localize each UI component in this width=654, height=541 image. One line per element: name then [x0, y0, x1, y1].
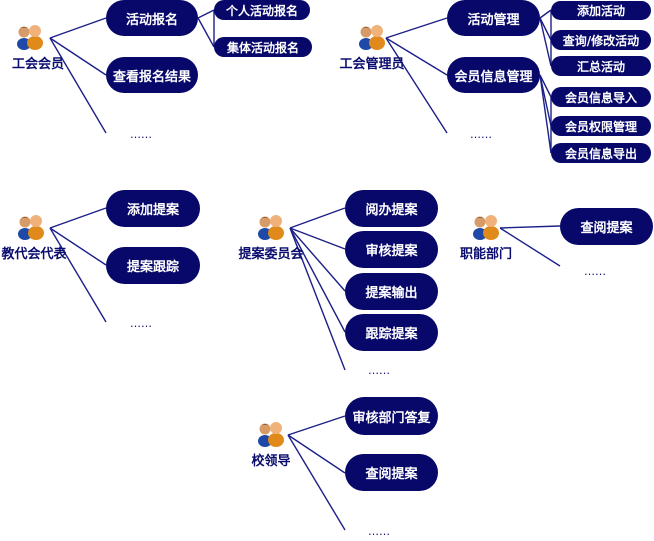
usecase-query-edit-activity[interactable]: 查询/修改活动 [551, 30, 651, 50]
actor-label: 校领导 [251, 454, 291, 469]
actor-label: 提案委员会 [238, 247, 304, 262]
usecase-member-info-import[interactable]: 会员信息导入 [551, 87, 651, 107]
usecase-review-proposal[interactable]: 审核提案 [345, 231, 438, 268]
usecase-proposal-tracking[interactable]: 提案跟踪 [106, 247, 200, 284]
usecase-individual-signup[interactable]: 个人活动报名 [214, 0, 310, 20]
usecase-view-signup-results[interactable]: 查看报名结果 [106, 57, 198, 93]
usecase-group-signup[interactable]: 集体活动报名 [214, 37, 312, 57]
usecase-view-proposal[interactable]: 查阅提案 [560, 208, 653, 245]
actor-label: 职能部门 [459, 247, 512, 262]
actor-label: 工会管理员 [339, 57, 405, 72]
usecase-add-activity[interactable]: 添加活动 [551, 1, 651, 20]
usecase-proposal-output[interactable]: 提案输出 [345, 273, 438, 310]
usecase-track-proposal[interactable]: 跟踪提案 [345, 314, 438, 351]
usecase-review-dept-reply[interactable]: 审核部门答复 [345, 397, 438, 435]
more-ellipsis: …… [130, 317, 152, 330]
usecase-member-permission-management[interactable]: 会员权限管理 [551, 116, 651, 136]
usecase-summarize-activity[interactable]: 汇总活动 [551, 56, 651, 76]
actor-school-leader[interactable]: 校领导 [226, 417, 316, 469]
usecase-activity-signup[interactable]: 活动报名 [106, 0, 198, 36]
user-group-icon [258, 422, 284, 447]
user-group-icon [258, 215, 284, 240]
user-group-icon [18, 215, 44, 240]
usecase-member-info-export[interactable]: 会员信息导出 [551, 143, 651, 163]
actor-union-admin[interactable]: 工会管理员 [327, 20, 417, 72]
actor-congress-rep[interactable]: 教代会代表 [0, 210, 79, 262]
user-group-icon [473, 215, 499, 240]
actor-union-member[interactable]: 工会会员 [0, 20, 83, 72]
actor-functional-dept[interactable]: 职能部门 [441, 210, 531, 262]
actor-proposal-committee[interactable]: 提案委员会 [226, 210, 316, 262]
more-ellipsis: …… [584, 265, 606, 278]
usecase-view-proposal[interactable]: 查阅提案 [345, 454, 438, 491]
usecase-add-proposal[interactable]: 添加提案 [106, 190, 200, 227]
usecase-handle-proposal[interactable]: 阅办提案 [345, 190, 438, 227]
more-ellipsis: …… [368, 364, 390, 377]
more-ellipsis: …… [130, 128, 152, 141]
actor-label: 教代会代表 [1, 247, 67, 262]
more-ellipsis: …… [470, 128, 492, 141]
usecase-activity-management[interactable]: 活动管理 [447, 0, 540, 36]
user-group-icon [17, 25, 43, 50]
usecase-member-info-management[interactable]: 会员信息管理 [447, 57, 540, 93]
user-group-icon [359, 25, 385, 50]
actor-label: 工会会员 [11, 57, 64, 72]
more-ellipsis: …… [368, 525, 390, 538]
